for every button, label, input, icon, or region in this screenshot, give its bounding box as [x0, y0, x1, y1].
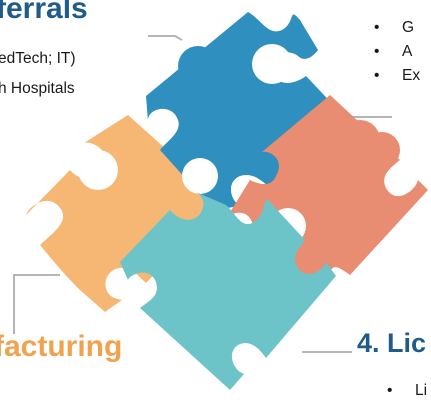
puzzle-piece-teal [120, 192, 336, 390]
heading-referrals: ferrals [0, 0, 88, 25]
top-right-list-item-2: • A [374, 40, 420, 64]
bullet-icon: • [387, 382, 393, 399]
top-right-list-item-1-text: G [402, 19, 415, 36]
bullet-icon: • [374, 19, 380, 36]
connector-line-bottom-left [13, 274, 60, 334]
heading-licensing: 4. Lic [357, 328, 427, 358]
top-right-list-item-3: • Ex [374, 64, 420, 88]
bullet-icon: • [374, 67, 380, 84]
top-right-list-item-1: • G [374, 16, 420, 40]
heading-manufacturing: facturing [0, 330, 123, 363]
top-right-bullet-list: • G • A • Ex [374, 16, 420, 88]
top-right-list-item-3-text: Ex [402, 67, 421, 84]
referrals-list-item-2: h Hospitals [0, 80, 75, 97]
referrals-list: edTech; IT) h Hospitals [0, 44, 76, 104]
bullet-icon: • [374, 43, 380, 60]
referrals-list-item-1: edTech; IT) [0, 50, 76, 67]
licensing-list-item-1-text: Li [415, 382, 428, 399]
connector-line-top-left [148, 35, 183, 41]
top-right-list-item-2-text: A [402, 43, 413, 60]
